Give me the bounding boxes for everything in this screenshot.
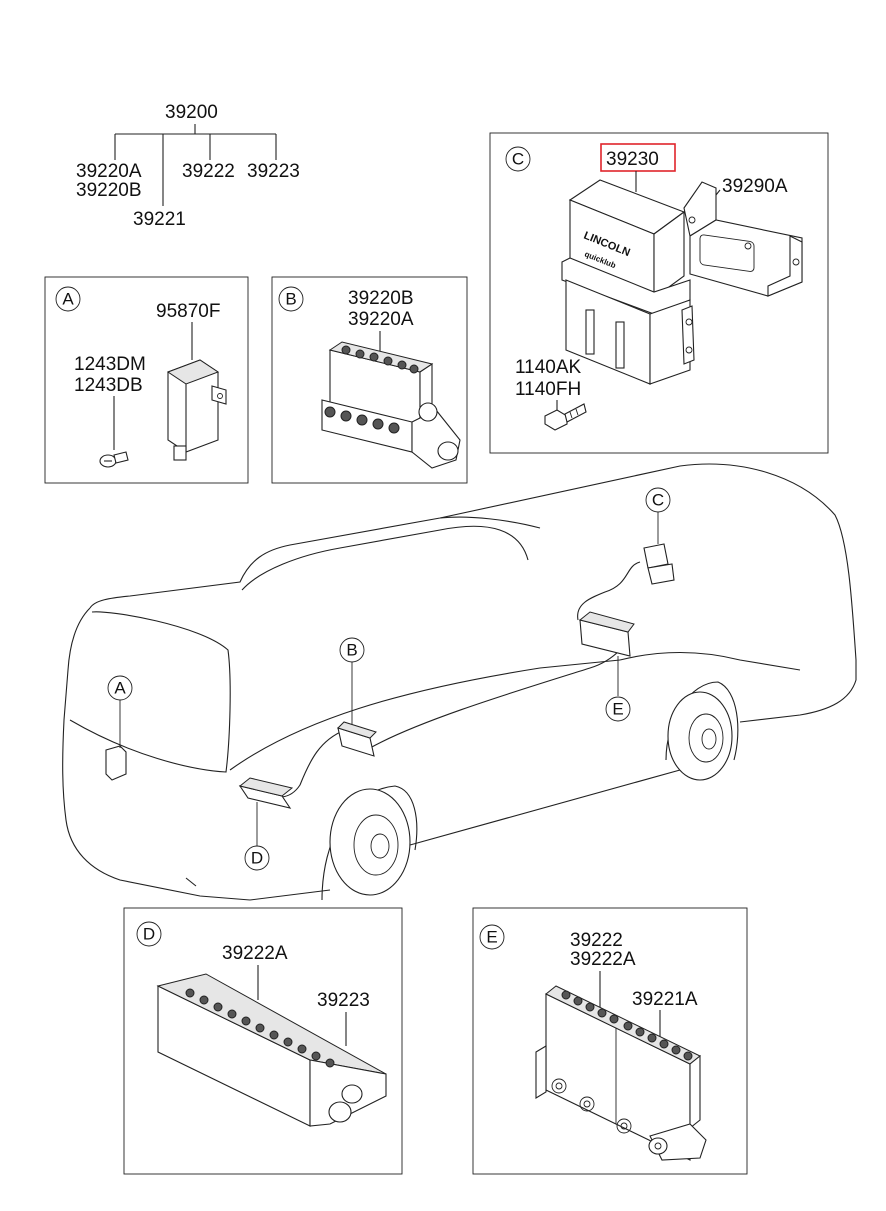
panel-d-label-39222a: 39222A <box>222 943 288 964</box>
vehicle-block-e <box>578 611 635 696</box>
vehicle-pump-c <box>643 512 675 585</box>
vehicle-outline <box>62 463 857 901</box>
panel-e-callout: E <box>486 928 497 947</box>
panel-c-label-1140fh: 1140FH <box>515 379 581 400</box>
panel-e-label-39222a: 39222A <box>570 949 636 970</box>
panel-b: B 39220B 39220A <box>271 276 468 484</box>
distributor-block-e <box>535 971 707 1161</box>
panel-e-label-39221a: 39221A <box>632 989 698 1010</box>
vehicle-callout-d: D <box>251 849 263 868</box>
panel-a-callout: A <box>62 290 74 309</box>
panel-c-callout: C <box>512 150 524 169</box>
front-wheel <box>321 785 418 901</box>
screw-1243dm <box>99 396 129 468</box>
panel-a-label-1243db: 1243DB <box>74 375 143 396</box>
vehicle-relay-a <box>105 700 127 781</box>
vehicle-callout-a: A <box>114 679 126 698</box>
bracket-39290a <box>683 181 803 297</box>
panel-a-label-1243dm: 1243DM <box>74 354 146 375</box>
distributor-block-b <box>321 331 461 469</box>
highlight-box-39230 <box>600 143 676 172</box>
distributor-block-d <box>156 965 387 1127</box>
tree-root-label: 39200 <box>165 102 218 123</box>
panel-d: D 39222A 39223 <box>123 907 403 1175</box>
panel-e-label-39222: 39222 <box>570 930 623 951</box>
panel-a: A 95870F 1243DM 1243DB <box>44 276 249 484</box>
panel-c-label-39290a: 39290A <box>722 176 788 197</box>
tree-label-39220b: 39220B <box>76 180 142 201</box>
panel-b-callout: B <box>285 290 296 309</box>
vehicle-block-d <box>238 777 294 846</box>
tree-label-39220a: 39220A <box>76 161 142 182</box>
panel-c-label-39230[interactable]: 39230 <box>606 149 659 170</box>
vehicle-block-b <box>337 662 377 757</box>
panel-d-callout: D <box>143 925 155 944</box>
vehicle-callout-b: B <box>346 641 357 660</box>
relay-95870f <box>166 322 227 461</box>
rear-wheel <box>665 681 739 781</box>
panel-d-label-39223: 39223 <box>317 990 370 1011</box>
tree-label-39222: 39222 <box>182 161 235 182</box>
vehicle-callout-e: E <box>612 700 623 719</box>
panel-b-label-39220a: 39220A <box>348 309 414 330</box>
vehicle-callout-c: C <box>652 491 664 510</box>
tree-label-39223: 39223 <box>247 161 300 182</box>
panel-e: E 39222 39222A 39221A <box>472 907 748 1175</box>
lubrication-pump-39230: LINCOLN quicklub <box>561 171 695 385</box>
panel-a-label-95870f: 95870F <box>156 301 220 322</box>
panel-b-label-39220b: 39220B <box>348 288 414 309</box>
vehicle-callouts: A B C D E <box>107 487 671 871</box>
bolt-1140ak <box>544 400 587 431</box>
panel-c-label-1140ak: 1140AK <box>515 357 582 378</box>
panel-c: C 39230 39290A 1140AK 1140FH LINCOLN qui… <box>489 132 829 454</box>
tree-label-39221: 39221 <box>133 209 186 230</box>
part-number-tree: 39200 39220A 39220B 39221 39222 39223 <box>76 102 300 230</box>
